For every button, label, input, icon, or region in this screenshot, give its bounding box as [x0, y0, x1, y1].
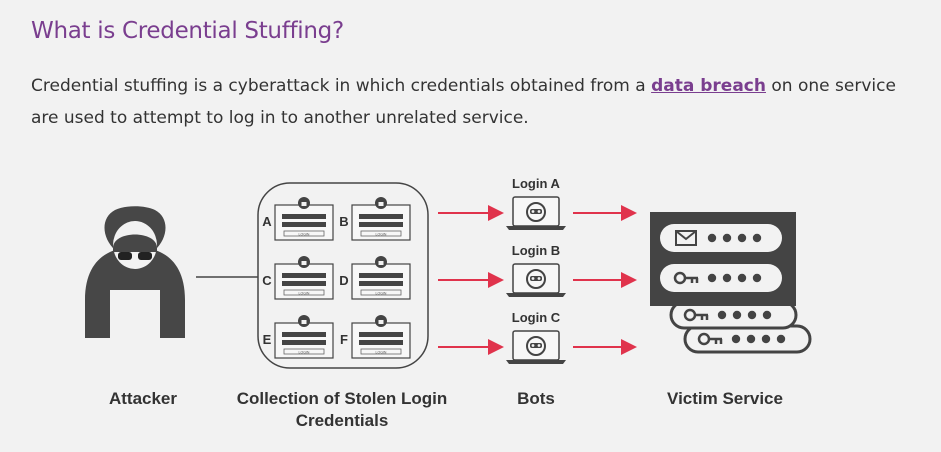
form-login-button-text: LOGIN — [299, 233, 310, 237]
credential-card-d: D LOGIN — [339, 256, 411, 300]
paragraph-text-before: Credential stuffing is a cyberattack in … — [31, 76, 652, 96]
paragraph-text-after: on one service are used to attempt to lo… — [31, 76, 896, 128]
key-icon — [697, 332, 723, 346]
attacker-icon — [85, 206, 185, 338]
credential-cards: A LOGIN B LOGIN C LOGIN D LOGIN E LOGIN F LOGIN — [262, 197, 411, 359]
credential-letter: B — [339, 214, 348, 229]
lock-icon — [298, 197, 310, 209]
credential-card-f: F LOGIN — [340, 315, 411, 359]
credential-card-a: A LOGIN — [262, 197, 334, 241]
credential-letter: D — [339, 273, 348, 288]
credential-card-b: B LOGIN — [339, 197, 411, 241]
lock-icon — [375, 315, 387, 327]
lock-icon — [298, 315, 310, 327]
form-login-button-text: LOGIN — [299, 292, 310, 296]
bots-group: Login A Login B Login C — [506, 176, 566, 364]
article-paragraph: Credential stuffing is a cyberattack in … — [31, 70, 911, 134]
robot-face-icon — [526, 269, 546, 289]
credentials-collection-frame — [257, 182, 429, 369]
victim-service-icon — [650, 212, 812, 354]
credential-card-c: C LOGIN — [262, 256, 334, 300]
bot-2: Login B — [506, 243, 566, 297]
bot-label: Login B — [512, 243, 560, 258]
bot-1: Login A — [506, 176, 566, 230]
robot-face-icon — [526, 336, 546, 356]
credential-letter: A — [262, 214, 272, 229]
key-icon — [673, 271, 699, 285]
credential-letter: F — [340, 332, 348, 347]
form-login-button-text: LOGIN — [376, 233, 387, 237]
credential-card-e: E LOGIN — [263, 315, 334, 359]
credential-stuffing-diagram: A LOGIN B LOGIN C LOGIN D LOGIN E LOGIN F LOGIN Log… — [85, 176, 812, 430]
lock-icon — [375, 256, 387, 268]
form-login-button-text: LOGIN — [299, 351, 310, 355]
credential-letter: C — [262, 273, 272, 288]
bot-3: Login C — [506, 310, 566, 364]
bots-label: Bots — [517, 389, 555, 408]
bot-label: Login A — [512, 176, 561, 191]
form-login-button-text: LOGIN — [376, 292, 387, 296]
page-title: What is Credential Stuffing? — [31, 18, 344, 44]
collection-label-line1: Collection of Stolen Login — [237, 389, 448, 408]
lock-icon — [375, 197, 387, 209]
lock-icon — [298, 256, 310, 268]
victim-service-label: Victim Service — [667, 389, 783, 408]
key-icon — [683, 308, 709, 322]
form-login-button-text: LOGIN — [376, 351, 387, 355]
collection-label-line2: Credentials — [296, 411, 389, 430]
credential-letter: E — [263, 332, 272, 347]
data-breach-link[interactable]: data breach — [651, 76, 766, 96]
bot-label: Login C — [512, 310, 561, 325]
robot-face-icon — [526, 202, 546, 222]
mail-icon — [675, 230, 697, 246]
attacker-label: Attacker — [109, 389, 177, 408]
